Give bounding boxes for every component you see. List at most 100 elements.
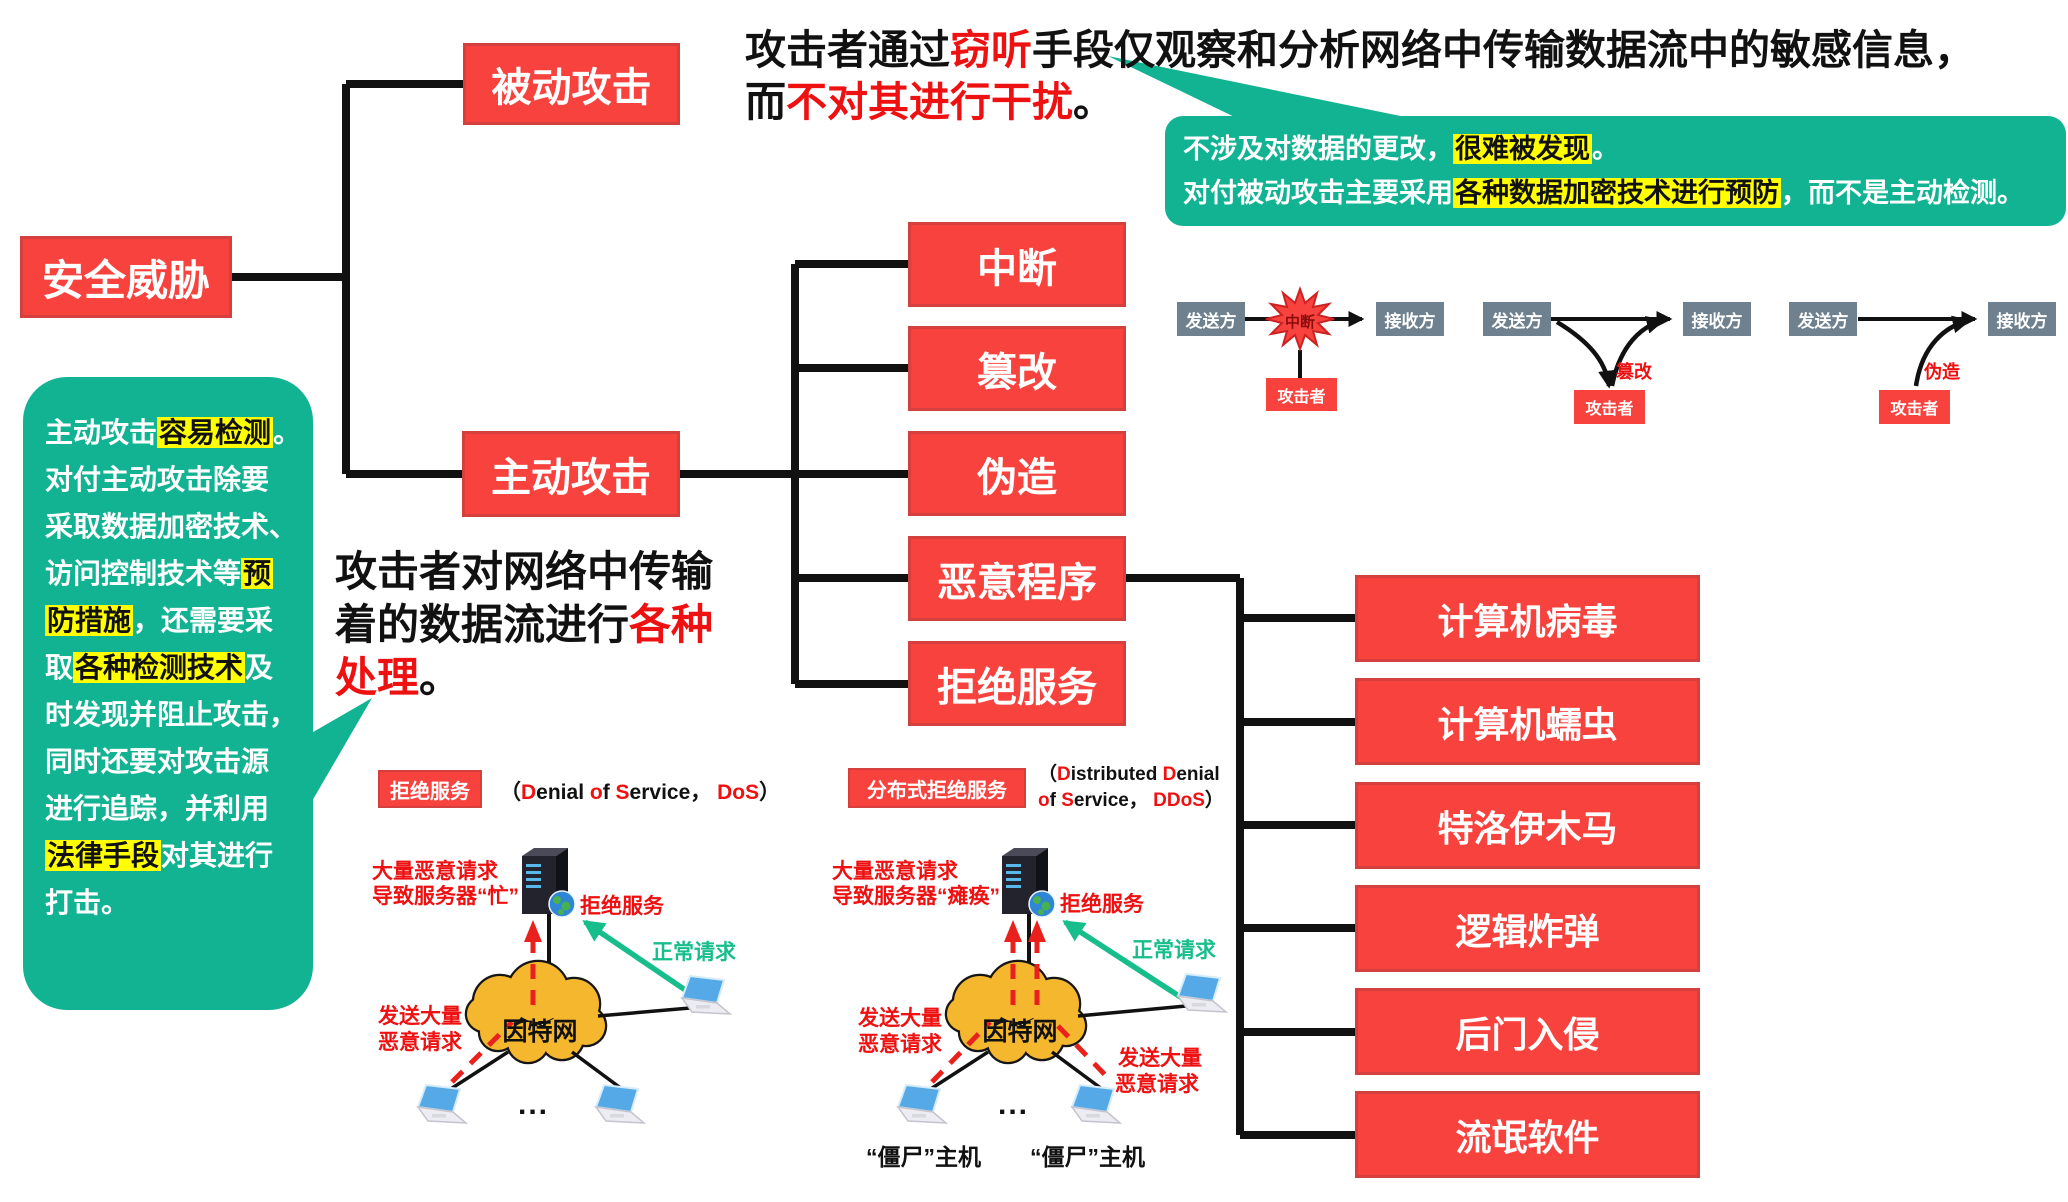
active-bubble-line: 法律手段对其进行 <box>45 840 274 871</box>
flow3-sender-box: 发送方 <box>1789 302 1857 336</box>
ddos-red-arrowhead-2 <box>1028 920 1046 942</box>
ddos-client-laptop-icon <box>1177 973 1227 1013</box>
ddos-send-left-label-2: 恶意请求 <box>858 1033 942 1056</box>
node-malware-trojan: 特洛伊木马 <box>1355 782 1700 869</box>
dos-cloud-client-line <box>597 1006 691 1018</box>
flow3-forge-label: 伪造 <box>1924 362 1960 382</box>
dos-cloud-laptop2-line <box>570 1050 628 1094</box>
dos-overload-label-2: 导致服务器“忙” <box>372 885 519 908</box>
ddos-overload-label-1: 大量恶意请求 <box>832 860 958 883</box>
node-malware-worm: 计算机蠕虫 <box>1355 678 1700 765</box>
ddos-cloud-client-line <box>1077 1004 1187 1018</box>
ddos-zombie-label-1: “僵尸”主机 <box>866 1144 981 1170</box>
dos-server-icon <box>521 847 576 918</box>
node-security-threat: 安全威胁 <box>20 236 232 318</box>
dos-dots: ... <box>518 1088 550 1121</box>
flow2-sender-box: 发送方 <box>1483 302 1551 336</box>
flow1-sender-box: 发送方 <box>1177 302 1245 336</box>
passive-bubble-line1: 不涉及对数据的更改，很难被发现。 <box>1183 134 1619 164</box>
dos-internet-label: 因特网 <box>502 1018 578 1046</box>
highlight-encryption-prevention: 各种数据加密技术进行预防 <box>1453 178 1781 208</box>
flow1-receiver-box: 接收方 <box>1376 302 1444 336</box>
tree-wires-level1 <box>232 80 466 478</box>
ddos-overload-label-2: 导致服务器“瘫痪” <box>832 885 1000 908</box>
ddos-red-arrowhead-1 <box>1004 920 1022 942</box>
passive-bubble-tail <box>1108 56 1430 122</box>
node-malware-backdoor: 后门入侵 <box>1355 988 1700 1075</box>
ddos-zombie-laptop-1-icon <box>897 1084 947 1124</box>
flow2-attacker-box: 攻击者 <box>1574 390 1645 424</box>
dos-red-arrowhead <box>524 920 542 942</box>
dos-overload-label-1: 大量恶意请求 <box>372 860 498 883</box>
dos-malicious-dashed-1 <box>450 1020 514 1084</box>
node-attack-tamper: 篡改 <box>908 326 1126 411</box>
dos-send-label-1: 发送大量 <box>378 1005 462 1028</box>
node-attack-interrupt: 中断 <box>908 222 1126 307</box>
passive-note-em-eavesdrop: 窃听 <box>950 27 1032 73</box>
passive-note-text: 攻击者通过 <box>745 27 950 73</box>
ddos-send-left-label-1: 发送大量 <box>858 1007 942 1030</box>
ddos-zombie-label-2: “僵尸”主机 <box>1030 1144 1145 1170</box>
dos-title-box: 拒绝服务 <box>378 770 482 808</box>
dos-cloud-laptop1-line <box>445 1050 509 1094</box>
dos-client-laptop-icon <box>681 975 731 1015</box>
node-active-attack: 主动攻击 <box>462 431 680 517</box>
interrupt-starburst-icon <box>1265 286 1335 352</box>
ddos-cloud-zombie1-line <box>925 1050 989 1094</box>
passive-bubble-line2: 对付被动攻击主要采用各种数据加密技术进行预防，而不是主动检测。 <box>1183 178 2024 208</box>
node-malware-logicbomb: 逻辑炸弹 <box>1355 885 1700 972</box>
active-attack-bubble: 主动攻击容易检测。 对付主动攻击除要 采取数据加密技术、 访问控制技术等预 防措… <box>23 377 313 1010</box>
active-bubble-line: 打击。 <box>45 887 130 918</box>
dos-caption: （Denial of Service， DoS） <box>500 781 781 804</box>
ddos-caption: （Distributed Denial of Service， DDoS） <box>1038 764 1224 811</box>
tree-wires-level3 <box>1126 574 1355 1139</box>
active-bubble-tail <box>308 698 372 808</box>
active-note-line2: 着的数据流进行各种 <box>335 601 714 648</box>
flow2-curve-up <box>1609 315 1665 387</box>
flow1-interrupt-label: 中断 <box>1284 314 1315 331</box>
active-note-line3: 处理。 <box>335 654 462 701</box>
ddos-internet-label: 因特网 <box>982 1018 1058 1046</box>
dos-zombie-laptop-2-icon <box>595 1084 645 1124</box>
ddos-send-right-label-2: 恶意请求 <box>1115 1073 1199 1096</box>
ddos-malicious-dashed-right <box>1056 1024 1114 1084</box>
ddos-send-right-label-1: 发送大量 <box>1118 1047 1202 1070</box>
passive-note-em-nointerfere: 不对其进行干扰 <box>786 79 1073 125</box>
node-malware-rogue: 流氓软件 <box>1355 1091 1700 1178</box>
node-attack-malware: 恶意程序 <box>908 536 1126 621</box>
active-bubble-line: 取各种检测技术及 <box>45 652 274 683</box>
flow2-curve-down <box>1555 320 1617 389</box>
dos-normal-label: 正常请求 <box>652 941 736 964</box>
ddos-malicious-dashed-left <box>930 1020 992 1084</box>
ddos-title-box: 分布式拒绝服务 <box>848 768 1026 808</box>
dos-normal-request-arrow <box>582 919 702 1003</box>
active-note: 攻击者对网络中传输 着的数据流进行各种 处理。 <box>335 545 713 704</box>
ddos-cloud-zombie2-line <box>1050 1050 1108 1094</box>
active-bubble-line: 访问控制技术等预 <box>45 558 274 589</box>
passive-attack-bubble: 不涉及对数据的更改，很难被发现。 对付被动攻击主要采用各种数据加密技术进行预防，… <box>1165 116 2066 226</box>
ddos-dots: ... <box>998 1088 1030 1121</box>
flow3-attacker-box: 攻击者 <box>1879 390 1950 424</box>
active-bubble-line: 主动攻击容易检测。 <box>45 417 302 448</box>
node-attack-forge: 伪造 <box>908 431 1126 516</box>
flow2-receiver-box: 接收方 <box>1683 302 1751 336</box>
ddos-deny-label: 拒绝服务 <box>1060 893 1144 916</box>
ddos-zombie-laptop-2-icon <box>1071 1084 1121 1124</box>
ddos-server-icon <box>1001 847 1056 918</box>
ddos-normal-label: 正常请求 <box>1132 939 1216 962</box>
dos-deny-label: 拒绝服务 <box>580 895 664 918</box>
tree-wires-level2 <box>676 260 908 688</box>
passive-note-line1: 攻击者通过窃听手段仅观察和分析网络中传输数据流中的敏感信息， <box>745 27 1975 73</box>
passive-note-line2: 而不对其进行干扰。 <box>745 79 1114 125</box>
dos-zombie-laptop-1-icon <box>417 1084 467 1124</box>
highlight-hard-to-detect: 很难被发现 <box>1453 134 1592 164</box>
flow3-receiver-box: 接收方 <box>1988 302 2056 336</box>
flow1-attacker-box: 攻击者 <box>1266 378 1337 411</box>
dos-send-label-2: 恶意请求 <box>378 1031 462 1054</box>
active-bubble-line: 时发现并阻止攻击， <box>45 699 298 730</box>
active-bubble-line: 进行追踪，并利用 <box>45 793 270 824</box>
node-malware-virus: 计算机病毒 <box>1355 575 1700 662</box>
flow2-tamper-label: 篡改 <box>1616 362 1652 382</box>
